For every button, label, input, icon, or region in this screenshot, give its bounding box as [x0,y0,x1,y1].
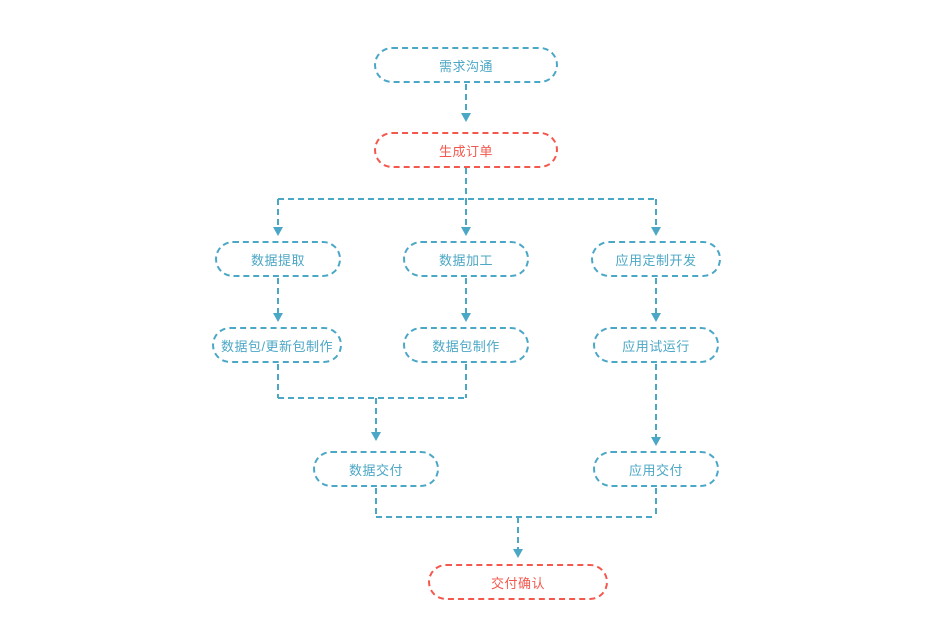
edge-extraction-to-package-creation [273,278,283,322]
edge-requirement-to-order [461,84,471,122]
edge-trial-run-to-app-delivery [651,364,661,446]
edge-deliveries-to-confirmation [375,488,657,558]
node-app-delivery: 应用交付 [593,451,719,487]
edge-packages-to-data-delivery [277,364,467,441]
node-app-custom-development: 应用定制开发 [591,241,721,277]
node-delivery-confirmation: 交付确认 [428,564,608,600]
node-requirement-communication: 需求沟通 [374,47,558,83]
node-data-delivery: 数据交付 [313,451,439,487]
node-app-trial-run: 应用试运行 [593,327,719,363]
node-data-package-update-package-creation: 数据包/更新包制作 [212,327,342,363]
node-data-extraction: 数据提取 [215,241,341,277]
edge-processing-to-package-creation [461,278,471,322]
node-order-generation: 生成订单 [374,132,558,168]
edge-order-to-branches [273,168,661,236]
node-data-processing: 数据加工 [403,241,529,277]
edge-development-to-trial-run [651,278,661,322]
node-data-package-creation: 数据包制作 [403,327,529,363]
